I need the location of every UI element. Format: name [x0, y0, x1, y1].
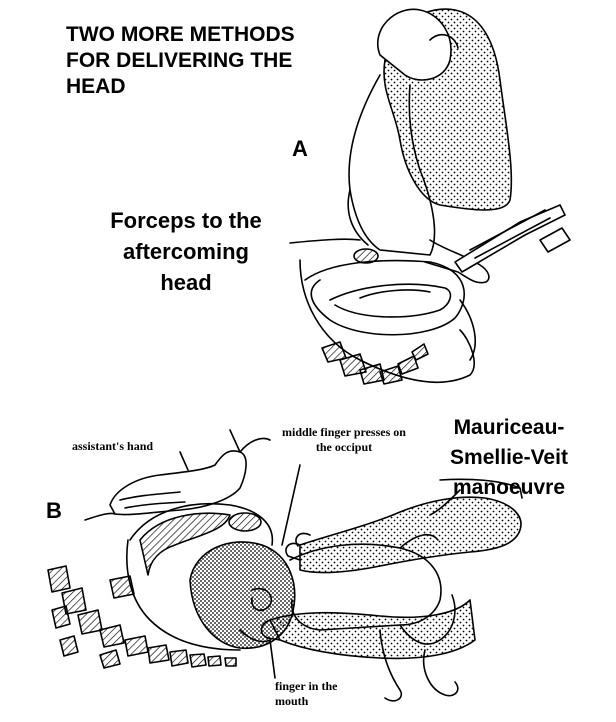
- page-title: TWO MORE METHODS FOR DELIVERING THE HEAD: [66, 23, 295, 98]
- panel-a-letter: A: [292, 136, 308, 161]
- obstetrician-arm-upper: [299, 496, 522, 574]
- leader-middle-finger: [281, 464, 301, 546]
- panel-b-drawing: [47, 429, 523, 702]
- panel-b-letter: B: [46, 498, 62, 523]
- maternal-outline-b: [129, 502, 274, 546]
- leader-assistant: [179, 451, 189, 471]
- panel-a-caption: Forceps to the aftercoming head: [110, 208, 262, 295]
- spine-b: [47, 565, 237, 669]
- baby-body-a: [348, 74, 436, 256]
- panel-b-caption: Mauriceau-Smellie-Veit manoeuvre: [450, 416, 568, 499]
- obstetrician-arm-lower: [269, 599, 476, 660]
- label-assistant-hand: assistant's hand: [72, 439, 154, 453]
- sacrum-a: [321, 341, 429, 385]
- label-finger-mouth: finger in the mouth: [275, 679, 338, 708]
- label-middle-finger: middle finger presses on the occiput: [282, 425, 406, 454]
- baby-feet-a: [377, 8, 452, 81]
- panel-a-drawing: [289, 8, 571, 385]
- leader-finger-mouth: [269, 639, 276, 679]
- leader-manoeuvre: [429, 489, 461, 516]
